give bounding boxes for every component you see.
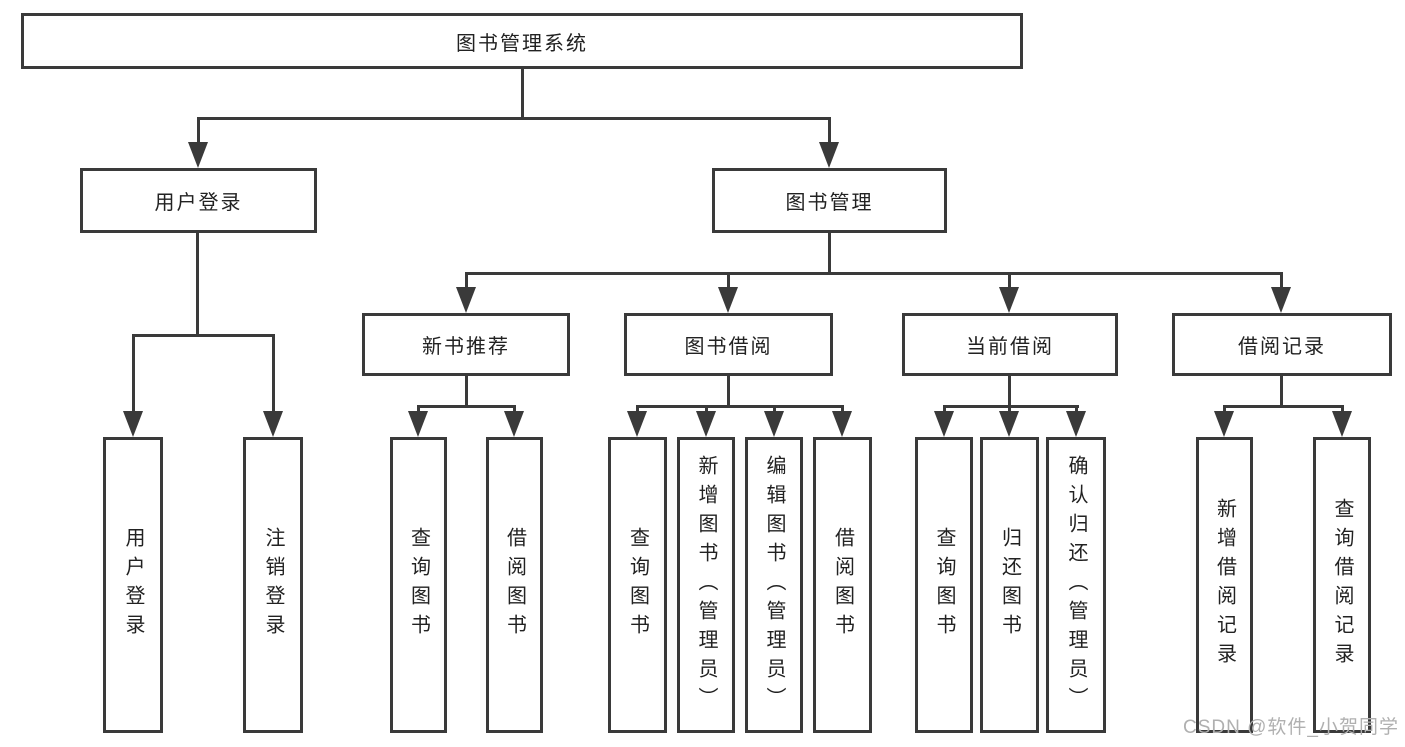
node-new-book-rec: 新书推荐 xyxy=(362,313,570,376)
connector-line xyxy=(1223,405,1226,414)
leaf-cb-query-books-label: 查询图书 xyxy=(933,527,955,643)
leaf-nb-borrow-books: 借阅图书 xyxy=(486,437,543,733)
connector-line xyxy=(1008,376,1011,407)
connector-line xyxy=(197,117,200,147)
leaf-logout-label: 注销登录 xyxy=(262,527,284,643)
connector-line xyxy=(513,405,516,414)
leaf-bb-query-books-label: 查询图书 xyxy=(626,527,649,643)
connector-line xyxy=(943,405,946,414)
leaf-br-query-record: 查询借阅记录 xyxy=(1313,437,1371,733)
connector-line xyxy=(636,405,639,414)
arrowhead-icon xyxy=(934,411,954,437)
connector-line xyxy=(1280,376,1283,407)
leaf-bb-borrow-books-label: 借阅图书 xyxy=(831,527,854,643)
arrowhead-icon xyxy=(832,411,852,437)
arrowhead-icon xyxy=(696,411,716,437)
arrowhead-icon xyxy=(999,411,1019,437)
connector-line xyxy=(705,405,708,414)
arrowhead-icon xyxy=(1214,411,1234,437)
node-root: 图书管理系统 xyxy=(21,13,1023,69)
leaf-br-add-record-label: 新增借阅记录 xyxy=(1213,498,1236,672)
arrowhead-icon xyxy=(819,142,839,168)
connector-line xyxy=(943,405,1079,408)
leaf-bb-query-books: 查询图书 xyxy=(608,437,667,733)
arrowhead-icon xyxy=(456,287,476,313)
connector-line xyxy=(1008,405,1011,414)
leaf-cb-return-books: 归还图书 xyxy=(980,437,1039,733)
leaf-nb-borrow-books-label: 借阅图书 xyxy=(503,527,526,643)
connector-line xyxy=(132,334,135,414)
node-current-borrow: 当前借阅 xyxy=(902,313,1118,376)
node-user-login: 用户登录 xyxy=(80,168,317,233)
node-new-book-rec-label: 新书推荐 xyxy=(422,336,510,358)
arrowhead-icon xyxy=(123,411,143,437)
leaf-cb-return-books-label: 归还图书 xyxy=(998,527,1021,643)
leaf-bb-edit-books-admin-label: 编辑图书（管理员） xyxy=(763,454,785,716)
connector-line xyxy=(828,117,831,147)
leaf-bb-edit-books-admin: 编辑图书（管理员） xyxy=(745,437,803,733)
leaf-user-login-label: 用户登录 xyxy=(122,527,144,643)
arrowhead-icon xyxy=(1066,411,1086,437)
arrowhead-icon xyxy=(1332,411,1352,437)
node-book-borrow-label: 图书借阅 xyxy=(684,336,773,358)
connector-line xyxy=(1280,272,1283,290)
leaf-cb-confirm-return-admin-label: 确认归还（管理员） xyxy=(1065,454,1087,716)
connector-line xyxy=(465,272,468,290)
node-borrow-record: 借阅记录 xyxy=(1172,313,1392,376)
connector-line xyxy=(727,272,730,290)
connector-line xyxy=(1341,405,1344,414)
arrowhead-icon xyxy=(263,411,283,437)
arrowhead-icon xyxy=(718,287,738,313)
connector-line xyxy=(417,405,515,408)
connector-line xyxy=(196,233,199,336)
connector-line xyxy=(1008,272,1011,290)
connector-line xyxy=(773,405,776,414)
node-book-mgmt: 图书管理 xyxy=(712,168,947,233)
leaf-bb-borrow-books: 借阅图书 xyxy=(813,437,872,733)
leaf-bb-add-books-admin: 新增图书（管理员） xyxy=(677,437,735,733)
connector-line xyxy=(727,376,730,407)
connector-line xyxy=(465,272,1283,275)
arrowhead-icon xyxy=(504,411,524,437)
leaf-user-login: 用户登录 xyxy=(103,437,163,733)
leaf-nb-query-books: 查询图书 xyxy=(390,437,447,733)
csdn-watermark: CSDN @软件_小贺同学 xyxy=(1183,717,1399,738)
node-book-borrow: 图书借阅 xyxy=(624,313,833,376)
connector-line xyxy=(132,334,274,337)
arrowhead-icon xyxy=(627,411,647,437)
connector-line xyxy=(1223,405,1343,408)
connector-line xyxy=(465,376,468,407)
leaf-cb-confirm-return-admin: 确认归还（管理员） xyxy=(1046,437,1106,733)
connector-line xyxy=(521,69,524,117)
node-borrow-record-label: 借阅记录 xyxy=(1238,336,1326,358)
node-root-label: 图书管理系统 xyxy=(456,32,588,55)
leaf-br-add-record: 新增借阅记录 xyxy=(1196,437,1253,733)
leaf-bb-add-books-admin-label: 新增图书（管理员） xyxy=(695,454,717,716)
node-book-mgmt-label: 图书管理 xyxy=(785,192,874,214)
node-user-login-label: 用户登录 xyxy=(154,192,243,214)
arrowhead-icon xyxy=(408,411,428,437)
connector-line xyxy=(197,117,831,120)
connector-line xyxy=(417,405,420,414)
connector-line xyxy=(841,405,844,414)
leaf-logout: 注销登录 xyxy=(243,437,303,733)
arrowhead-icon xyxy=(764,411,784,437)
leaf-br-query-record-label: 查询借阅记录 xyxy=(1331,498,1353,672)
arrowhead-icon xyxy=(999,287,1019,313)
leaf-cb-query-books: 查询图书 xyxy=(915,437,973,733)
leaf-nb-query-books-label: 查询图书 xyxy=(407,527,430,643)
connector-line xyxy=(272,334,275,414)
node-current-borrow-label: 当前借阅 xyxy=(966,336,1054,358)
connector-line xyxy=(828,233,831,274)
arrowhead-icon xyxy=(188,142,208,168)
arrowhead-icon xyxy=(1271,287,1291,313)
connector-line xyxy=(1075,405,1078,414)
connector-line xyxy=(636,405,843,408)
